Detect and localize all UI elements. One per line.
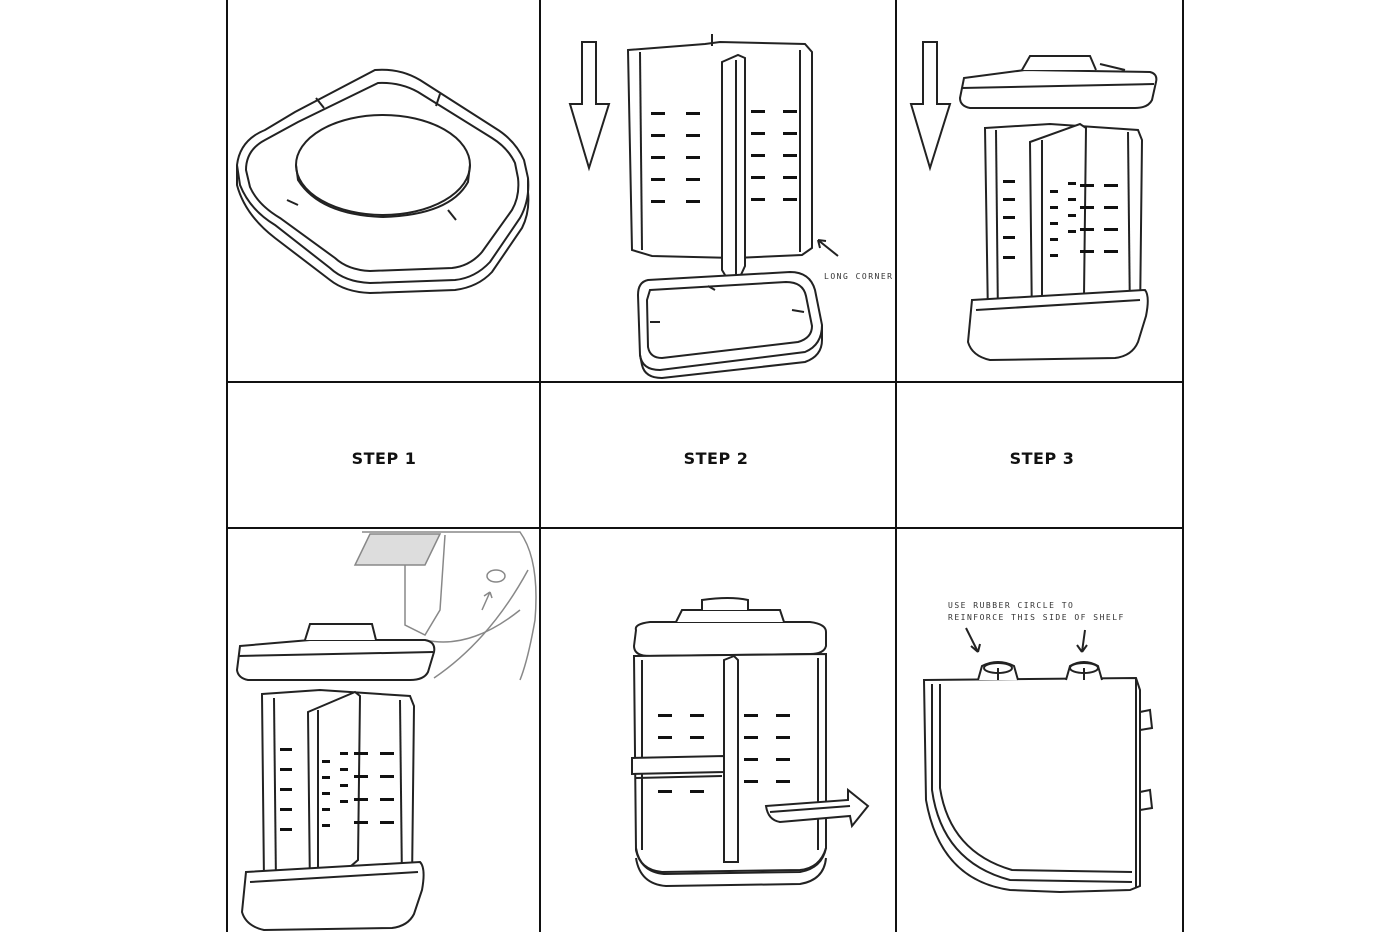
down-arrow-icon [570, 42, 609, 168]
down-arrow-icon [911, 42, 950, 168]
long-corner-note: LONG CORNER [824, 272, 894, 281]
step-3-label: STEP 3 [1009, 449, 1075, 468]
step-1-label: STEP 1 [351, 449, 417, 468]
rubber-circle-note-line2: REINFORCE THIS SIDE OF SHELF [948, 613, 1125, 622]
step4-drawing [237, 532, 536, 930]
rubber-circle-note-line1: USE RUBBER CIRCLE TO [948, 601, 1075, 610]
shelf-drawing [924, 628, 1152, 892]
step-2-label: STEP 2 [683, 449, 749, 468]
step3-drawing [911, 42, 1156, 360]
panel-grid [227, 0, 1183, 932]
step2-drawing [570, 34, 838, 378]
base-tray-drawing [237, 70, 528, 293]
step5-drawing [632, 598, 868, 886]
